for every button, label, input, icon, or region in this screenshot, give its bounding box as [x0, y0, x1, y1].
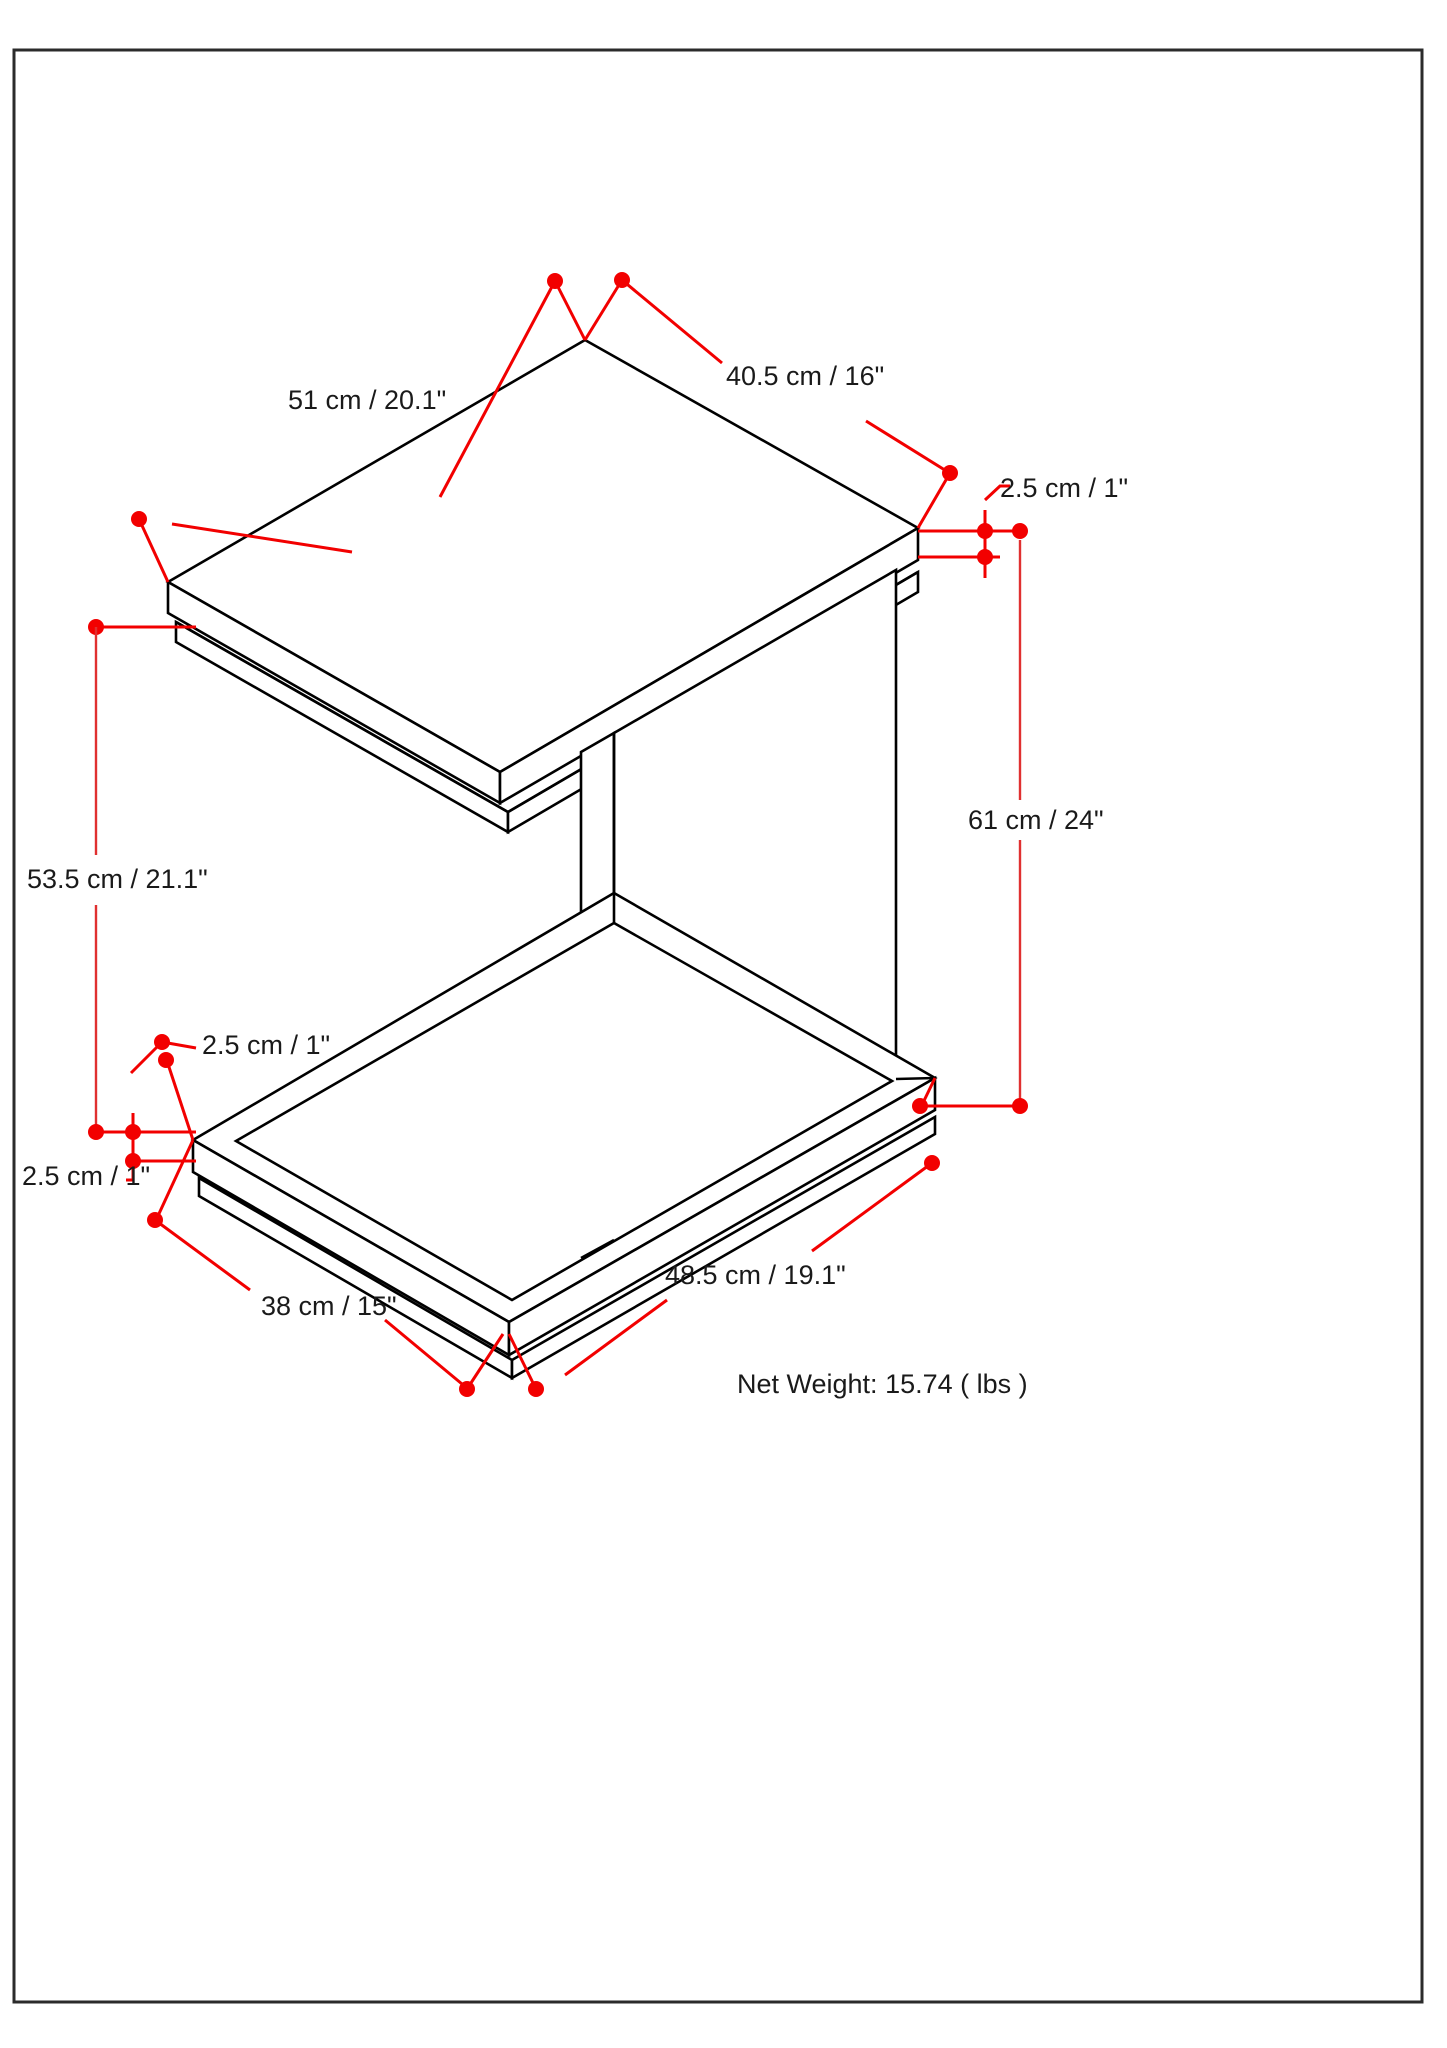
post-bottom-edge [580, 1238, 615, 1260]
dim-leader-38-b [465, 1333, 505, 1390]
dim-label-overall-height: 61 cm / 24" [968, 805, 1104, 835]
dimension-base-thickness-lower: 2.5 cm / 1" [22, 1113, 196, 1191]
dim-dot-base-upper-a [158, 1052, 174, 1068]
dim-label-top-left-width: 51 cm / 20.1" [288, 385, 446, 415]
dimension-base-thickness-upper: 2.5 cm / 1" [129, 1030, 330, 1141]
dim-dot-thickness-a [977, 523, 993, 539]
net-weight-label: Net Weight: 15.74 ( lbs ) [737, 1369, 1028, 1399]
dim-leader-thickness-bracket [983, 484, 1010, 502]
dim-label-base-thickness-upper: 2.5 cm / 1" [202, 1030, 330, 1060]
dimension-top-left-width: 51 cm / 20.1" [131, 273, 587, 583]
dim-leader-base-upper-c [161, 1040, 197, 1050]
dim-leader-base-upper-b [129, 1042, 162, 1075]
dimension-top-right-depth: 40.5 cm / 16" [583, 272, 958, 529]
dimension-base-width: 38 cm / 15" [147, 1139, 505, 1397]
dim-label-top-thickness: 2.5 cm / 1" [1000, 473, 1128, 503]
dim-line-51-lower [171, 522, 353, 554]
base-inner-recess [233, 921, 895, 1302]
dim-label-top-right-depth: 40.5 cm / 16" [726, 361, 884, 391]
dim-leader-485-a [918, 1077, 937, 1110]
base-right-lamination [510, 1114, 937, 1381]
dim-label-base-width: 38 cm / 15" [261, 1291, 397, 1321]
dim-label-base-depth: 48.5 cm / 19.1" [665, 1260, 846, 1290]
page-border [12, 48, 1424, 2004]
dim-dot-thickness-c [1012, 523, 1028, 539]
dim-leader-405-b [916, 472, 952, 529]
dim-leader-51-b [137, 518, 170, 583]
tabletop-right-thickness [498, 525, 920, 806]
dim-leader-base-upper-a [166, 1063, 195, 1141]
dimension-top-thickness: 2.5 cm / 1" [918, 473, 1128, 578]
dim-line-38-upper [154, 1218, 251, 1292]
dim-dot-base-lower-b [125, 1153, 141, 1169]
base-right-thickness [507, 1075, 937, 1358]
dim-line-38-lower [384, 1318, 463, 1386]
dimension-base-depth: 48.5 cm / 19.1" [507, 1077, 940, 1397]
dim-leader-405-a [583, 279, 624, 341]
dim-line-485-lower [564, 1298, 668, 1377]
dim-label-clearance-height: 53.5 cm / 21.1" [27, 864, 208, 894]
dim-leader-51-a [553, 280, 587, 341]
dim-line-405-upper [621, 278, 723, 365]
dim-dot-base-lower-a [125, 1124, 141, 1140]
dim-line-405-lower [865, 419, 949, 474]
dim-line-51-upper [438, 280, 557, 498]
base-right-joint-line [895, 1076, 936, 1081]
dim-leader-485-b [507, 1333, 538, 1390]
ctable-line-art [165, 338, 938, 1381]
dimension-overall-height: 61 cm / 24" [912, 540, 1104, 1114]
dim-dot-thickness-b [977, 549, 993, 565]
dim-line-485-upper [811, 1161, 933, 1253]
dimension-clearance-height: 53.5 cm / 21.1" [27, 619, 208, 1140]
dim-leader-38-a [155, 1139, 195, 1219]
dim-label-base-thickness-lower: 2.5 cm / 1" [22, 1161, 150, 1191]
